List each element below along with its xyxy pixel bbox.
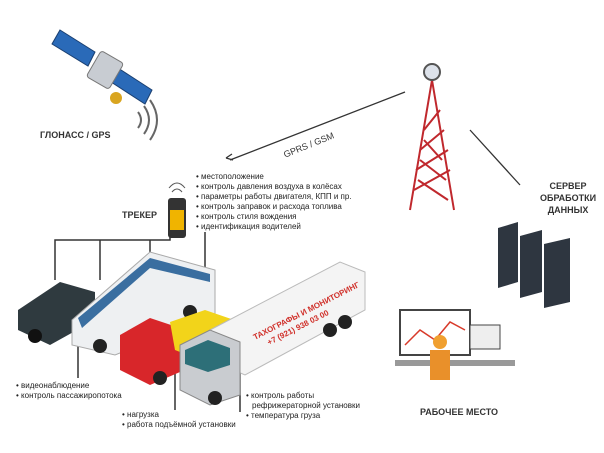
server-label-line: СЕРВЕР (549, 181, 587, 191)
tracker-features-list: местоположение контроль давления воздуха… (196, 172, 352, 232)
signal-waves-icon (137, 99, 158, 141)
list-item: контроль стиля вождения (196, 212, 352, 222)
bus-features-list: видеонаблюдение контроль пассажиропотока (16, 381, 122, 401)
list-item: контроль заправок и расхода топлива (196, 202, 352, 212)
server-label-line: ДАННЫХ (547, 205, 589, 215)
list-item: параметры работы двигателя, КПП и пр. (196, 192, 352, 202)
list-item: контроль пассажиропотока (16, 391, 122, 401)
list-item-continued: рефрижераторной установки (252, 401, 360, 410)
tracker-device-icon (168, 182, 186, 238)
list-item: нагрузка (122, 410, 236, 420)
cell-tower-icon (409, 63, 455, 211)
satellite-label: ГЛОНАСС / GPS (40, 130, 111, 140)
truck-features-list: нагрузка работа подъёмной установки (122, 410, 236, 430)
list-item: видеонаблюдение (16, 381, 122, 391)
list-item: работа подъёмной установки (122, 420, 236, 430)
list-item-text: контроль работы (251, 391, 315, 400)
list-item: • контроль работы (246, 391, 315, 400)
list-item: • температура груза (246, 411, 321, 420)
satellite-icon (51, 29, 153, 105)
tracker-label: ТРЕКЕР (122, 210, 158, 220)
list-item: идентификация водителей (196, 222, 352, 232)
server-label: СЕРВЕР ОБРАБОТКИ ДАННЫХ (540, 180, 596, 216)
reefer-truck-icon (179, 261, 366, 406)
server-label-line: ОБРАБОТКИ (540, 193, 597, 203)
list-item: контроль давления воздуха в колёсах (196, 182, 352, 192)
workstation-icon (395, 309, 515, 380)
list-item-text: температура груза (251, 411, 321, 420)
server-rack-icon (498, 222, 570, 308)
list-item: местоположение (196, 172, 352, 182)
connection-arrows (225, 91, 521, 186)
reefer-features-list: • контроль работы рефрижераторной устано… (246, 391, 360, 421)
workstation-label: РАБОЧЕЕ МЕСТО (420, 407, 499, 417)
